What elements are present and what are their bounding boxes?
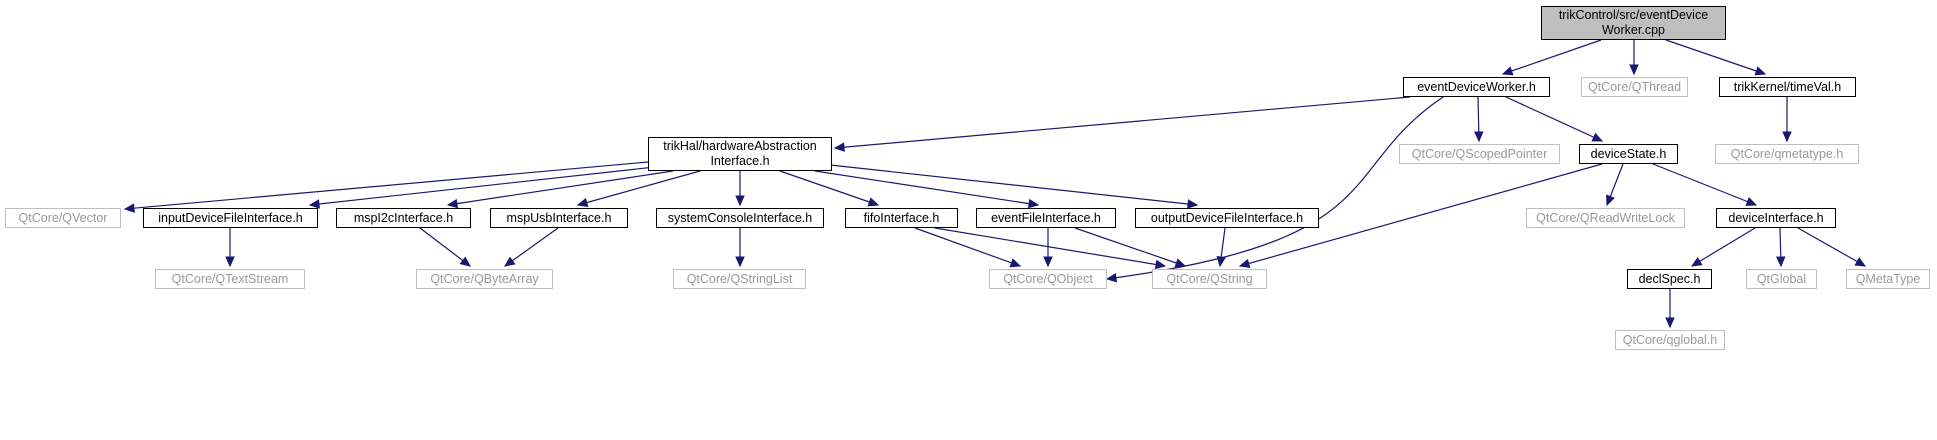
node-qreadwritelock: QtCore/QReadWriteLock [1526, 208, 1685, 228]
edge-mspi2c-to-bytearray [419, 227, 471, 267]
edge-hal-to-mspusb [576, 170, 701, 208]
edge-devstate-to-devint [1652, 163, 1758, 206]
node-qbytearray: QtCore/QByteArray [416, 269, 553, 289]
node-qstringlist: QtCore/QStringList [673, 269, 806, 289]
edge-inputdev-to-textstream [225, 228, 235, 268]
node-qtextstream: QtCore/QTextStream [155, 269, 305, 289]
edge-syscon-to-stringlist [735, 228, 745, 268]
edge-edw-to-devstate [1505, 96, 1604, 142]
edge-hal-to-outputdev [829, 164, 1199, 209]
edge-mspusb-to-bytearray [503, 227, 559, 267]
edge-outputdev-to-qstring [1216, 227, 1226, 268]
node-qmetatype: QMetaType [1846, 269, 1930, 289]
edge-edw-to-qobject [1105, 96, 1444, 283]
edge-devint-to-qtglobal [1775, 227, 1786, 268]
edge-edw-to-hal [833, 96, 1411, 152]
node-qstring: QtCore/QString [1152, 269, 1267, 289]
edge-root-to-qthread [1629, 40, 1639, 76]
node-root-file: trikControl/src/eventDevice Worker.cpp [1541, 6, 1726, 40]
edge-fifo-to-qobject [914, 227, 1022, 268]
edge-hal-to-eventfile [814, 170, 1040, 209]
edge-eventfile-to-qstring [1074, 227, 1187, 268]
edge-eventfile-to-qobject [1043, 228, 1053, 268]
edge-hal-to-inputdev [308, 166, 656, 209]
node-qobject: QtCore/QObject [989, 269, 1107, 289]
edge-devint-to-qmetatype2 [1797, 227, 1867, 267]
node-mspusbinterface-h[interactable]: mspUsbInterface.h [490, 208, 628, 228]
node-declspec-h[interactable]: declSpec.h [1627, 269, 1712, 289]
edge-fifo-to-qstring [934, 227, 1167, 270]
node-fifointerface-h[interactable]: fifoInterface.h [845, 208, 958, 228]
edge-root-to-timeval [1665, 39, 1767, 76]
node-devicestate-h[interactable]: deviceState.h [1579, 144, 1678, 164]
edge-devint-to-declspec [1690, 227, 1756, 267]
edge-hal-to-syscon [735, 171, 745, 207]
edge-root-to-edw [1501, 39, 1602, 76]
edge-devstate-to-qstring [1238, 163, 1603, 269]
edge-hal-to-fifo [779, 170, 880, 207]
edge-devstate-to-rwlock [1606, 163, 1624, 207]
node-systemconsoleinterface-h[interactable]: systemConsoleInterface.h [656, 208, 824, 228]
edge-edw-to-scoped [1474, 96, 1484, 143]
node-eventfileinterface-h[interactable]: eventFileInterface.h [976, 208, 1116, 228]
node-qmetatype-h: QtCore/qmetatype.h [1715, 144, 1859, 164]
edge-hal-to-mspi2c [446, 170, 674, 209]
node-qglobal-h: QtCore/qglobal.h [1615, 330, 1725, 350]
node-qvector: QtCore/QVector [5, 208, 121, 228]
node-inputdevicefileinterface-h[interactable]: inputDeviceFileInterface.h [143, 208, 318, 228]
edge-timeval-to-metatype [1782, 97, 1792, 143]
edge-hal-to-qvector [123, 161, 649, 213]
node-mspi2cinterface-h[interactable]: mspI2cInterface.h [336, 208, 471, 228]
node-qthread: QtCore/QThread [1581, 77, 1688, 97]
node-outputdevicefileinterface-h[interactable]: outputDeviceFileInterface.h [1135, 208, 1319, 228]
edge-declspec-to-qglobal [1665, 289, 1675, 329]
node-qscopedpointer: QtCore/QScopedPointer [1399, 144, 1560, 164]
node-eventdeviceworker-h[interactable]: eventDeviceWorker.h [1403, 77, 1550, 97]
node-timeval-h[interactable]: trikKernel/timeVal.h [1719, 77, 1856, 97]
node-hardwareabstraction-h[interactable]: trikHal/hardwareAbstraction Interface.h [648, 137, 832, 171]
node-deviceinterface-h[interactable]: deviceInterface.h [1716, 208, 1836, 228]
node-qtglobal: QtGlobal [1746, 269, 1817, 289]
